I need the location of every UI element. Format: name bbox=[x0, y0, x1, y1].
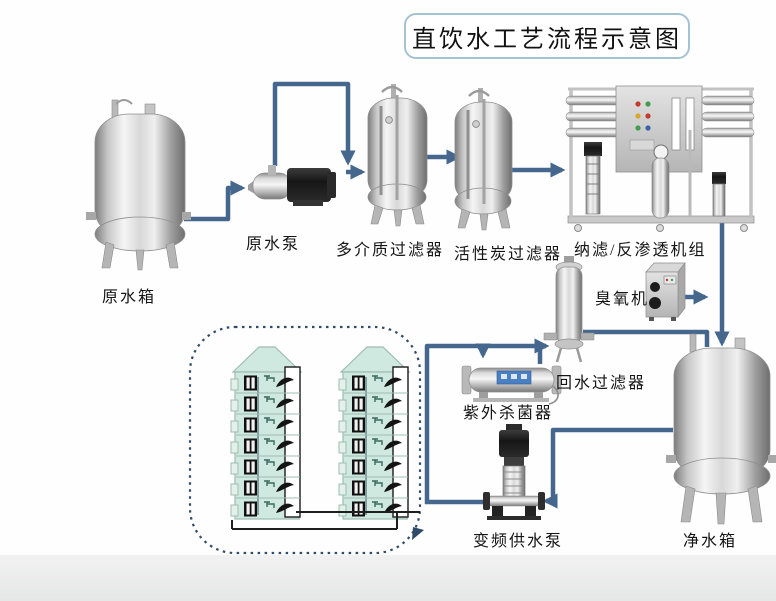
return-water-filter-image bbox=[543, 256, 595, 363]
buildings-group bbox=[188, 325, 424, 555]
label-return-water-filter: 回水过滤器 bbox=[556, 375, 647, 392]
label-raw-water-tank: 原水箱 bbox=[102, 289, 157, 306]
label-vfd-supply-pump: 变频供水泵 bbox=[473, 533, 564, 550]
label-uv-sterilizer: 紫外杀菌器 bbox=[463, 405, 554, 422]
ozone-machine-image bbox=[645, 261, 686, 321]
raw-water-pump-image bbox=[248, 165, 336, 206]
nf-ro-unit-image bbox=[565, 85, 755, 232]
pipe-rawpump-riser bbox=[272, 81, 356, 166]
vfd-supply-pump-image bbox=[483, 424, 545, 520]
pipe-returnfilter-to-cleantank bbox=[583, 329, 710, 347]
label-multimedia-filter: 多介质过滤器 bbox=[336, 242, 445, 259]
activated-carbon-filter-image bbox=[454, 88, 513, 231]
apartment-building-2 bbox=[339, 347, 409, 519]
label-raw-water-pump: 原水泵 bbox=[246, 236, 301, 253]
diagram-title: 直饮水工艺流程示意图 bbox=[412, 26, 682, 53]
label-activated-carbon-filter: 活性炭过滤器 bbox=[454, 246, 563, 263]
pipe-network bbox=[184, 81, 730, 509]
raw-water-tank-image bbox=[86, 99, 191, 271]
page-bottom-shading bbox=[0, 555, 776, 601]
building-distribution-pipes bbox=[231, 511, 420, 530]
multimedia-filter-image bbox=[367, 84, 428, 227]
uv-sterilizer-image bbox=[461, 365, 562, 405]
label-clean-water-tank: 净水箱 bbox=[683, 533, 738, 550]
pipe-cleantank-to-pump bbox=[542, 427, 673, 509]
clean-water-tank-image bbox=[666, 333, 776, 525]
label-ozone-machine: 臭氧机 bbox=[595, 291, 650, 308]
pipe-circulation-supply bbox=[424, 338, 550, 504]
label-nf-ro-unit: 纳滤/反渗透机组 bbox=[574, 242, 707, 259]
apartment-building-1 bbox=[231, 347, 301, 519]
pipe-rawtank-to-rawpump bbox=[184, 180, 246, 222]
dashed-border-arrowhead bbox=[412, 527, 424, 540]
buildings-dashed-border bbox=[188, 325, 422, 555]
title-box: 直饮水工艺流程示意图 bbox=[404, 13, 690, 59]
